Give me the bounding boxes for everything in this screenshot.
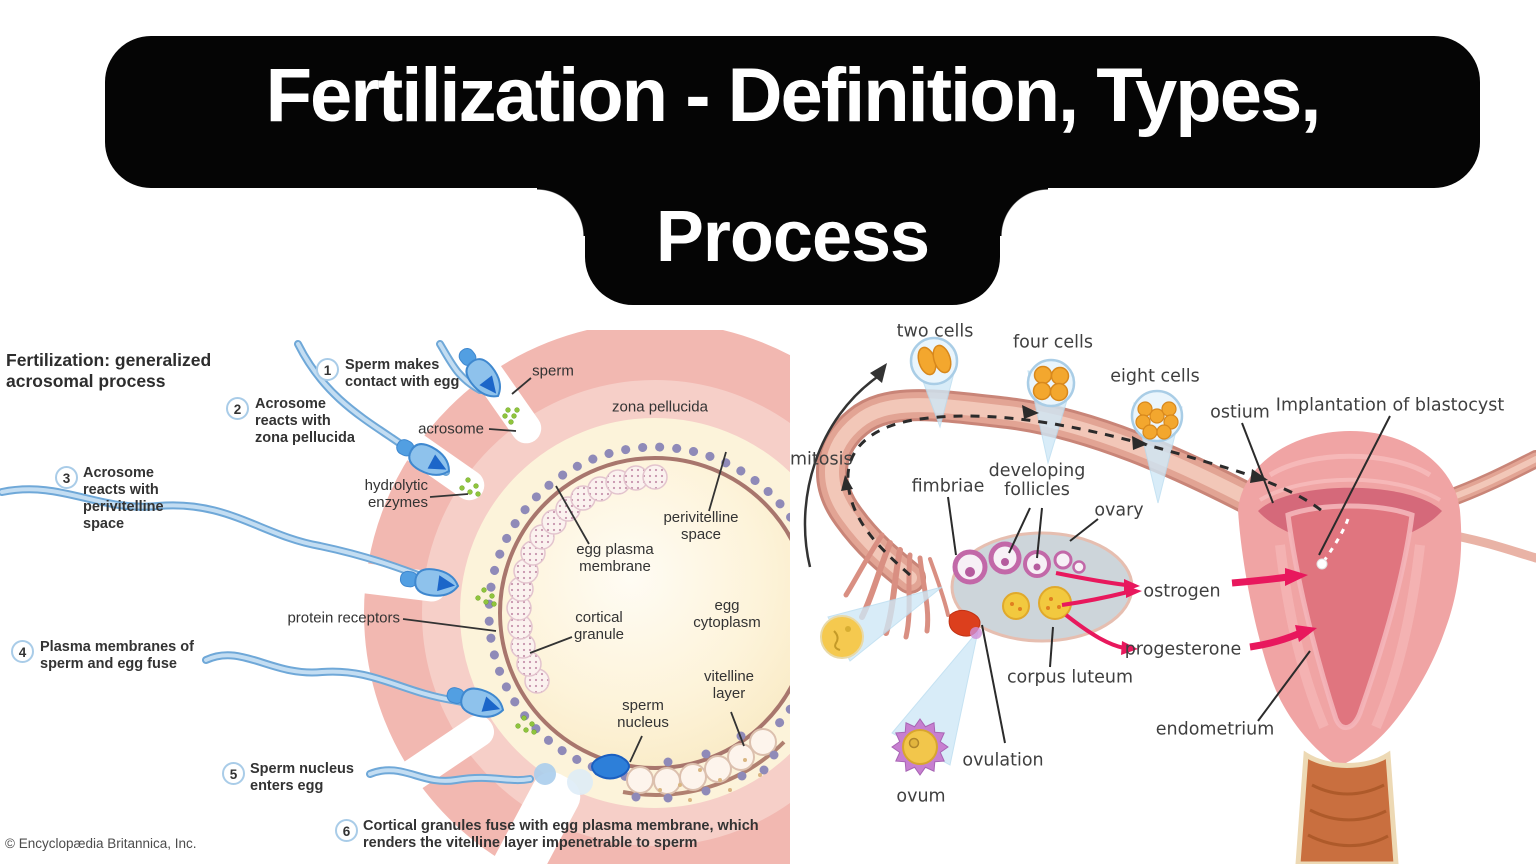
mitosis-arrow <box>803 363 887 568</box>
outer-jelly-ring <box>364 330 790 864</box>
vagina-shape <box>1295 750 1399 864</box>
label-egg-cytoplasm: egg cytoplasm <box>693 597 761 631</box>
zygote-icon <box>820 615 864 659</box>
label-eight-cells: eight cells <box>1110 366 1200 387</box>
label-mitosis: mitosis <box>790 449 853 470</box>
label-acrosome: acrosome <box>418 420 484 438</box>
reproductive-system-diagram: two cells four cells eight cells mitosis… <box>790 315 1536 864</box>
egg <box>343 330 790 864</box>
label-corpus-luteum: corpus luteum <box>1006 667 1134 688</box>
label-two-cells: two cells <box>896 321 974 342</box>
label-perivitelline-space: perivitelline space <box>663 509 739 543</box>
label-ovulation: ovulation <box>962 750 1044 771</box>
step-3-number: 3 <box>55 466 78 489</box>
step-4-number: 4 <box>11 640 34 663</box>
two-cells-icon <box>909 336 959 386</box>
label-progesterone: progesterone <box>1124 639 1242 660</box>
step-2-number: 2 <box>226 397 249 420</box>
egg-travel-path <box>841 405 1323 577</box>
fallopian-tube <box>816 389 1276 594</box>
label-fimbriae: fimbriae <box>911 476 985 497</box>
label-egg-plasma-membrane: egg plasma membrane <box>576 541 654 575</box>
hormone-arrowheads <box>1121 568 1317 655</box>
step-1-number: 1 <box>316 358 339 381</box>
zona-pellucida-ring <box>418 376 790 850</box>
step-3-text: Acrosome reacts with perivitelline space <box>83 465 164 533</box>
label-hydrolytic-enzymes: hydrolytic enzymes <box>364 477 428 511</box>
cortical-granules <box>506 464 668 694</box>
step-6-text: Cortical granules fuse with egg plasma m… <box>363 818 759 852</box>
label-zona-pellucida: zona pellucida <box>612 398 708 416</box>
banner-fillet-right <box>1000 188 1048 236</box>
ovum-icon <box>891 718 949 776</box>
egg-plasma-membrane <box>498 456 790 770</box>
ovary-shape <box>948 531 1134 643</box>
label-ostrogen: ostrogen <box>1143 581 1221 602</box>
label-sperm: sperm <box>532 362 574 380</box>
sperm-5-icon <box>534 753 630 795</box>
acrosomal-process-diagram: Fertilization: generalized acrosomal pro… <box>0 330 790 864</box>
banner-fillet-left <box>537 188 585 236</box>
four-cells-icon <box>1026 358 1076 408</box>
label-developing-follicles: developing follicles <box>988 460 1086 500</box>
label-implantation-of-blastocyst: Implantation of blastocyst <box>1275 395 1505 416</box>
page-title-line1: Fertilization - Definition, Types, <box>265 53 1322 138</box>
right-leader-lines <box>947 415 1391 744</box>
enzyme-dots <box>459 407 537 735</box>
eight-cells-icon <box>1130 389 1184 443</box>
left-diagram-heading: Fertilization: generalized acrosomal pro… <box>6 350 212 391</box>
sperm-1-icon <box>458 348 501 398</box>
sperm-3-icon <box>399 568 460 597</box>
label-four-cells: four cells <box>1013 332 1093 353</box>
step-2-text: Acrosome reacts with zona pellucida <box>255 396 355 447</box>
label-ovary: ovary <box>1094 500 1144 521</box>
step-1-text: Sperm makes contact with egg <box>345 357 460 391</box>
reproductive-system-illustration <box>803 336 1536 864</box>
step-5-number: 5 <box>222 762 245 785</box>
ovulation-site <box>948 609 982 639</box>
title-banner-tab <box>585 150 1000 305</box>
implantation-trail <box>1322 518 1350 562</box>
label-sperm-nucleus: sperm nucleus <box>617 697 669 731</box>
label-ostium: ostium <box>1210 402 1270 423</box>
britannica-credit: © Encyclopædia Britannica, Inc. <box>5 836 197 851</box>
label-cortical-granule: cortical granule <box>573 609 625 643</box>
left-leader-lines <box>402 377 745 763</box>
step-4-text: Plasma membranes of sperm and egg fuse <box>40 639 194 673</box>
step-6-number: 6 <box>335 819 358 842</box>
page-title-line2: Process <box>655 197 930 277</box>
label-vitelline-layer: vitelline layer <box>703 668 755 702</box>
hormone-arrows <box>1055 571 1300 651</box>
sperm-4-icon <box>446 687 505 718</box>
vitelline-layer-zone <box>622 728 786 803</box>
step-5-text: Sperm nucleus enters egg <box>250 761 354 795</box>
sperm-2-icon <box>396 439 451 476</box>
uterus-shape <box>1238 431 1462 864</box>
label-protein-receptors: protein receptors <box>287 609 400 627</box>
label-ovum: ovum <box>896 786 946 807</box>
blastocyst-dot <box>1316 558 1328 570</box>
sperm-cells <box>396 348 630 795</box>
label-endometrium: endometrium <box>1155 719 1275 740</box>
